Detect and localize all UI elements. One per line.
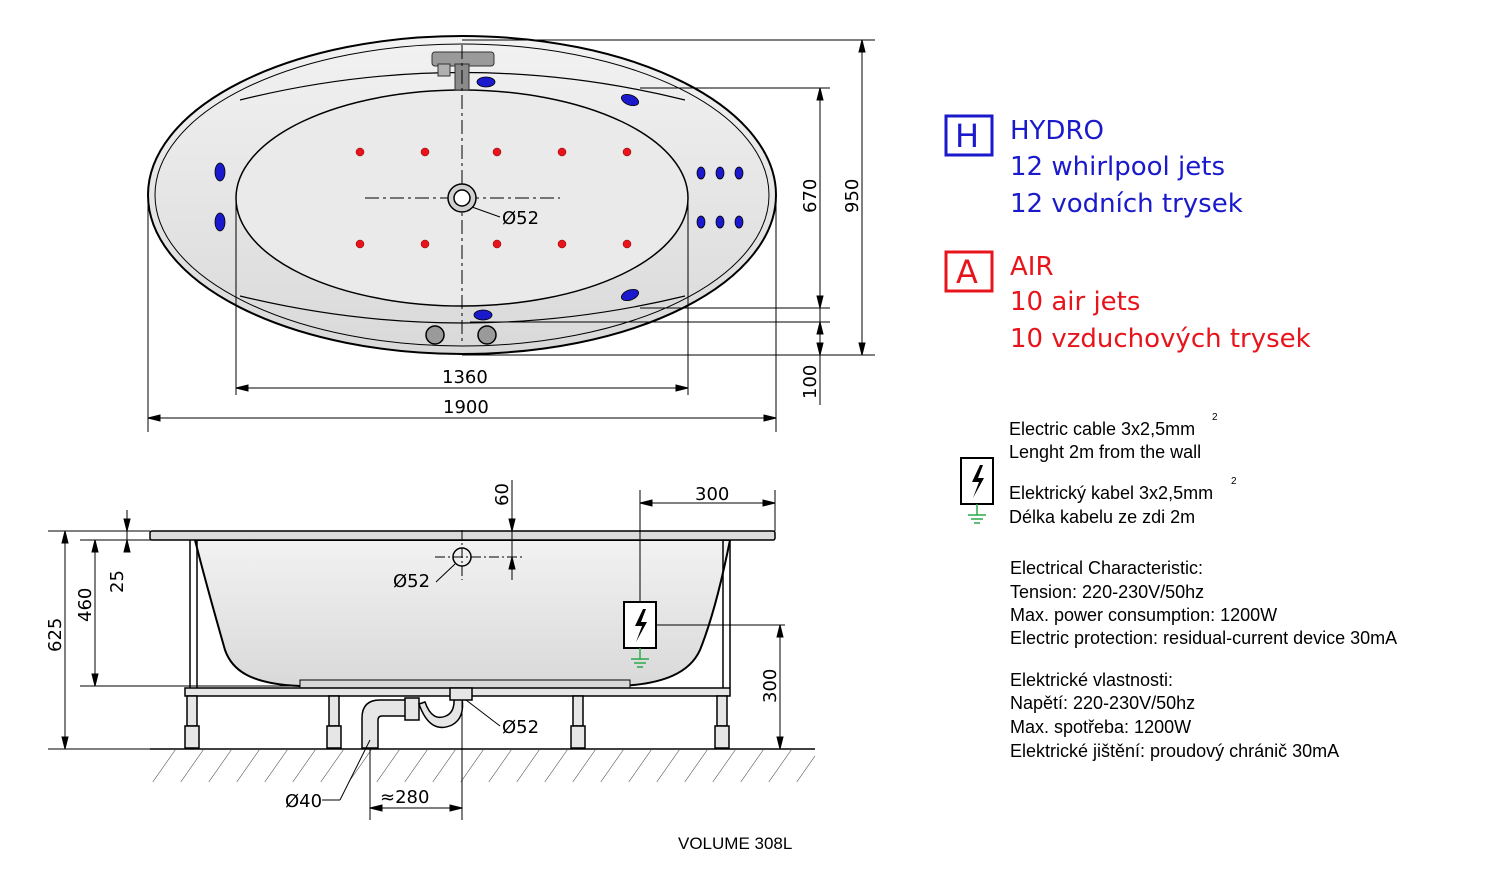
hydro-jets: [214, 76, 744, 321]
dim-width-outer: [147, 195, 777, 432]
air-line2: 10 vzduchových trysek: [1010, 324, 1311, 354]
side-view: Ø52 300 300: [45, 480, 815, 820]
box-height-label: 300: [760, 669, 781, 703]
drain-top: Ø52: [447, 183, 539, 229]
panel-distance-label: 300: [695, 484, 729, 505]
char-title-cz: Elektrické vlastnosti:: [1010, 670, 1173, 690]
waste-diameter: Ø40: [285, 791, 322, 812]
height-inner-side-label: 460: [75, 588, 96, 622]
cable-cz: Elektrický kabel 3x2,5mm: [1009, 483, 1213, 503]
dim-panel-distance: [639, 490, 776, 531]
air-jet: [622, 147, 632, 157]
hydro-jet: [696, 215, 706, 229]
electrical-symbol: [960, 457, 994, 524]
rim-label: 25: [107, 570, 128, 593]
dim-offset: [470, 308, 830, 405]
air-jet: [557, 147, 567, 157]
height-inner-label: 670: [800, 179, 821, 213]
hydro-jet: [473, 309, 493, 321]
air-title: AIR: [1010, 252, 1054, 282]
air-jet: [355, 147, 365, 157]
width-inner-label: 1360: [442, 367, 488, 388]
floor-hatch: [150, 750, 815, 782]
volume-label: VOLUME 308L: [678, 834, 792, 853]
height-total-label: 625: [45, 618, 66, 652]
protection-en: Electric protection: residual-current de…: [1010, 628, 1397, 648]
top-view: Ø52: [147, 35, 875, 432]
cable-en: Electric cable 3x2,5mm: [1009, 419, 1195, 439]
waste-pipe: [361, 687, 473, 749]
air-jet: [622, 239, 632, 249]
air-badge-letter: A: [956, 253, 978, 291]
drain-diameter-top: Ø52: [502, 208, 539, 229]
air-jet: [420, 147, 430, 157]
dim-waste-distance: [369, 700, 463, 820]
side-electrical-box: [623, 490, 785, 668]
height-outer-label: 950: [842, 179, 863, 213]
tension-en: Tension: 220-230V/50hz: [1010, 582, 1204, 602]
char-title-en: Electrical Characteristic:: [1010, 558, 1203, 578]
hydro-jet: [734, 166, 744, 180]
hydro-line2: 12 vodních trysek: [1010, 189, 1243, 219]
drain-diameter-side: Ø52: [502, 717, 539, 738]
dim-height-outer: [462, 39, 875, 356]
hydro-line1: 12 whirlpool jets: [1010, 152, 1225, 182]
air-jet: [355, 239, 365, 249]
hydro-jet: [214, 212, 226, 232]
offset-label: 100: [800, 365, 821, 399]
air-badge: [944, 250, 994, 293]
electrical-spec: Electric cable 3x2,5mm 2 Lenght 2m from …: [1009, 412, 1397, 761]
waste-leader: [339, 739, 371, 801]
hydro-jet: [620, 93, 640, 107]
overflow-diameter: Ø52: [393, 571, 430, 592]
hydro-badge-letter: H: [955, 117, 979, 155]
dim-rim: [112, 510, 150, 553]
tub-base: [299, 679, 631, 689]
air-line1: 10 air jets: [1010, 287, 1140, 317]
power-cz: Max. spotřeba: 1200W: [1010, 717, 1191, 737]
air-jet: [557, 239, 567, 249]
air-jet: [420, 239, 430, 249]
tension-cz: Napětí: 220-230V/50hz: [1010, 693, 1195, 713]
air-jets: [355, 147, 632, 249]
dim-overflow-offset: [508, 480, 516, 580]
overflow-offset-label: 60: [492, 483, 513, 506]
protection-cz: Elektrické jištění: proudový chránič 30m…: [1010, 741, 1339, 761]
dim-height-inner: [640, 87, 830, 309]
tub-rim-inner-line: [154, 43, 770, 347]
length-en: Lenght 2m from the wall: [1009, 442, 1201, 462]
legend-hydro: H HYDRO 12 whirlpool jets 12 vodních try…: [944, 114, 1243, 219]
legend-air: A AIR 10 air jets 10 vzduchových trysek: [944, 250, 1311, 354]
overflow-side: [435, 530, 525, 583]
hydro-title: HYDRO: [1010, 116, 1104, 146]
hydro-jet: [476, 76, 496, 88]
control-knob-right: [477, 325, 497, 345]
control-knob-left: [425, 325, 445, 345]
length-cz: Délka kabelu ze zdi 2m: [1009, 507, 1195, 527]
waste-distance-label: ≈280: [380, 787, 429, 808]
dim-box-height: [776, 624, 784, 750]
hydro-jet: [715, 215, 725, 229]
hydro-jet: [214, 162, 226, 182]
width-outer-label: 1900: [443, 397, 489, 418]
hydro-jet: [620, 288, 640, 302]
hydro-jet: [734, 215, 744, 229]
hydro-badge: [944, 114, 994, 157]
hydro-jet: [696, 166, 706, 180]
air-jet: [492, 239, 502, 249]
drain-leader: [465, 699, 501, 727]
hydro-jet: [715, 166, 725, 180]
cable-en-sup: 2: [1212, 412, 1218, 423]
cable-cz-sup: 2: [1231, 476, 1237, 487]
dim-width-inner: [235, 198, 689, 395]
air-jet: [492, 147, 502, 157]
power-en: Max. power consumption: 1200W: [1010, 605, 1277, 625]
